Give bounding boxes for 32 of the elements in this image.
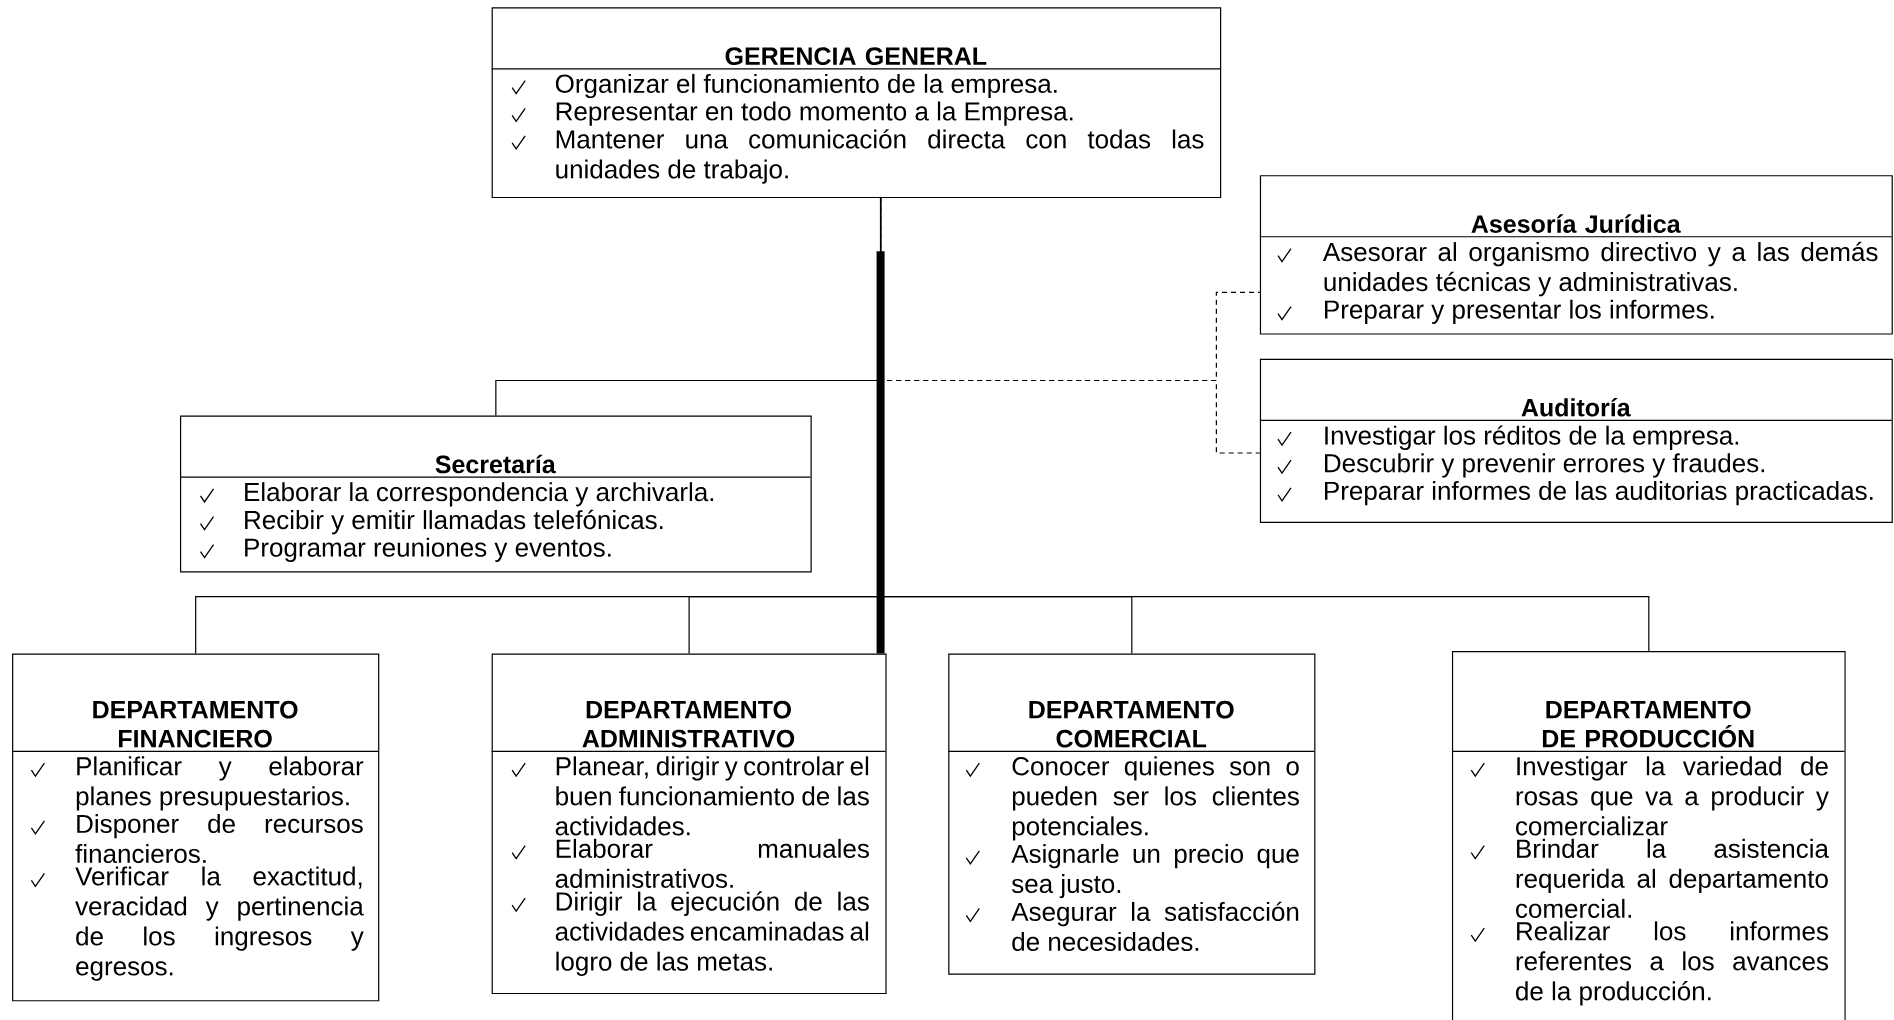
box-heading: DEPARTAMENTO COMERCIAL — [1029, 700, 1234, 748]
list-item: Verificar la exactitud, veracidad y pertinencia de los ingresos y egresos. — [75, 866, 364, 981]
list-item: Planear, dirigir y controlar el buen funcionamiento de las actividades. — [555, 756, 869, 836]
list-item: Planificar y elaborar planes presupuestarios. — [76, 756, 364, 811]
list-item: Dirigir la ejecución de las actividades encaminadas al logro de las metas. — [555, 891, 869, 976]
list-item: Asegurar la satisfacción de necesidades. — [1011, 901, 1299, 952]
list-item: Preparar y presentar los informes. — [1325, 299, 1714, 324]
list-item: Descubrir y prevenir errores y fraudes. — [1325, 453, 1765, 478]
box-heading: Asesoría Jurídica — [1471, 214, 1681, 233]
list-item: Organizar el funcionamiento de la empresa. — [555, 73, 1057, 99]
list-item: Elaborar la correspondencia y archivarla. — [245, 482, 714, 507]
list-item: Mantener una comunicación directa con todas las unidades de trabajo. — [556, 129, 1204, 184]
list-item: Asesorar al organismo directivo y a las demás unidades técnicas y administrativas. — [1322, 241, 1878, 297]
box-heading: GERENCIA GENERAL — [725, 47, 987, 66]
list-item: Representar en todo momento a la Empresa. — [556, 101, 1073, 126]
list-item: Brindar la asistencia requerida al departamento comercial. — [1516, 838, 1829, 918]
list-item: Disponer de recursos financieros. — [75, 814, 363, 864]
box-heading: Secretaría — [435, 454, 556, 474]
list-item: Conocer quienes son o pueden ser los clientes potenciales. — [1012, 756, 1299, 841]
box-heading: DEPARTAMENTO FINANCIERO — [93, 700, 298, 748]
list-item: Asignarle un precio que sea justo. — [1011, 844, 1299, 899]
box-heading: DEPARTAMENTO ADMINISTRATIVO — [582, 700, 795, 748]
list-item: Realizar los informes referentes a los avances de la producción. — [1516, 921, 1828, 1006]
list-item: Recibir y emitir llamadas telefónicas. — [245, 509, 663, 535]
list-item: Investigar la variedad de rosas que va a producir y comercializar — [1516, 756, 1829, 836]
box-heading: DEPARTAMENTO DE PRODUCCIÓN — [1542, 700, 1754, 748]
box-heading: Auditoría — [1521, 397, 1631, 417]
list-item: Elaborar manuales administrativos. — [555, 838, 869, 888]
connector-line — [880, 197, 1650, 652]
list-item: Programar reuniones y eventos. — [245, 537, 611, 562]
list-item: Investigar los réditos de la empresa. — [1325, 425, 1739, 450]
list-item: Preparar informes de las auditorias practicadas. — [1325, 480, 1873, 506]
